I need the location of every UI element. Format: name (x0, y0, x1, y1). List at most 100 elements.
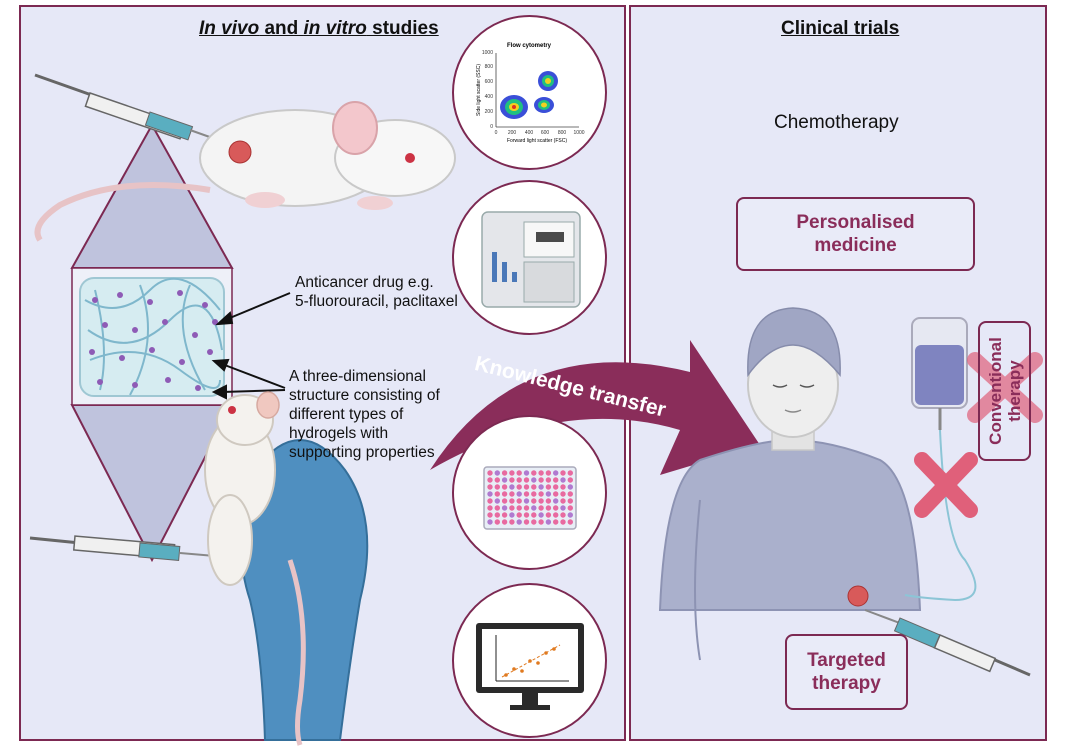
well (487, 512, 493, 518)
well (567, 519, 573, 525)
well (545, 477, 552, 483)
well (553, 477, 559, 483)
well (516, 498, 522, 504)
flow-cytometry-title: Flow cytometry (507, 43, 552, 49)
well (553, 491, 559, 497)
flow-cytometry-xlabel: Forward light scatter (FSC) (507, 138, 567, 144)
well (567, 491, 573, 497)
well (567, 477, 573, 483)
well (560, 512, 566, 518)
well (545, 519, 552, 525)
well (516, 484, 522, 490)
svg-text:400: 400 (525, 130, 534, 136)
svg-text:1000: 1000 (482, 50, 493, 56)
well (501, 519, 508, 525)
lower-mouse-icon (204, 391, 306, 746)
well (501, 512, 508, 518)
well (560, 470, 566, 476)
well (531, 505, 537, 511)
flow-cytometry-clusters (500, 71, 558, 119)
well (494, 470, 500, 476)
well (567, 512, 573, 518)
well (538, 498, 544, 504)
well (560, 498, 566, 504)
conventional-therapy-box: Conventional therapy (978, 321, 1031, 461)
well (487, 484, 493, 490)
well (509, 512, 515, 518)
well (560, 484, 566, 490)
well (531, 519, 537, 525)
pointer-arrows (211, 292, 291, 400)
gloved-hand-icon (240, 439, 369, 741)
svg-text:200: 200 (485, 109, 494, 115)
well (567, 505, 573, 511)
well (509, 491, 515, 497)
analyzer-instrument-icon (481, 211, 581, 308)
well (509, 498, 515, 504)
well (545, 512, 552, 518)
well (538, 470, 544, 476)
well (545, 484, 552, 490)
well (501, 505, 508, 511)
flow-cytometry-circle: Flow cytometry 0 200 400 600 800 1000 0 … (452, 15, 607, 170)
well (509, 505, 515, 511)
well (516, 477, 522, 483)
right-panel-title: Clinical trials (781, 18, 900, 39)
well-plate-icon (483, 466, 577, 530)
hydrogel-block-icon (71, 267, 233, 406)
well (531, 512, 537, 518)
well (523, 505, 530, 511)
well (509, 477, 515, 483)
svg-text:200: 200 (508, 130, 517, 136)
svg-text:0: 0 (495, 130, 498, 136)
well (560, 477, 566, 483)
flow-cytometry-x-ticks: 0 200 400 600 800 1000 (495, 130, 585, 136)
knowledge-transfer-arrow (430, 340, 760, 475)
well (523, 470, 530, 476)
well (487, 505, 493, 511)
well (545, 491, 552, 497)
well (538, 477, 544, 483)
svg-text:600: 600 (485, 79, 494, 85)
well (560, 491, 566, 497)
well (553, 484, 559, 490)
flow-cytometry-ylabel: Side light scatter (SSC) (476, 64, 482, 116)
well (567, 470, 573, 476)
well (494, 477, 500, 483)
well (560, 519, 566, 525)
well (509, 519, 515, 525)
lower-syringe-icon (29, 535, 216, 561)
well (567, 484, 573, 490)
right-syringe-icon (864, 609, 1031, 677)
svg-text:0: 0 (490, 124, 493, 130)
well (501, 491, 508, 497)
well (531, 477, 537, 483)
upper-mouse-icon (34, 101, 456, 242)
well (545, 470, 552, 476)
well (538, 491, 544, 497)
well (538, 484, 544, 490)
well (567, 498, 573, 504)
computer-monitor-icon (476, 623, 584, 710)
upper-syringe-icon (34, 73, 236, 147)
flow-cytometry-plot: Flow cytometry 0 200 400 600 800 1000 0 … (476, 43, 585, 144)
well (560, 505, 566, 511)
svg-text:400: 400 (485, 94, 494, 100)
svg-text:600: 600 (541, 130, 550, 136)
well (494, 491, 500, 497)
well (545, 505, 552, 511)
chemotherapy-label: Chemotherapy (774, 112, 899, 133)
well (523, 498, 530, 504)
left-panel-title: In vivo and in vitro studies (199, 18, 439, 39)
hydrogel-structure-label: A three-dimensional structure consisting… (289, 368, 440, 461)
data-analysis-circle (452, 583, 607, 738)
well (487, 470, 493, 476)
well (516, 519, 522, 525)
well (531, 498, 537, 504)
well (509, 470, 515, 476)
svg-text:1000: 1000 (573, 130, 584, 136)
well (501, 498, 508, 504)
